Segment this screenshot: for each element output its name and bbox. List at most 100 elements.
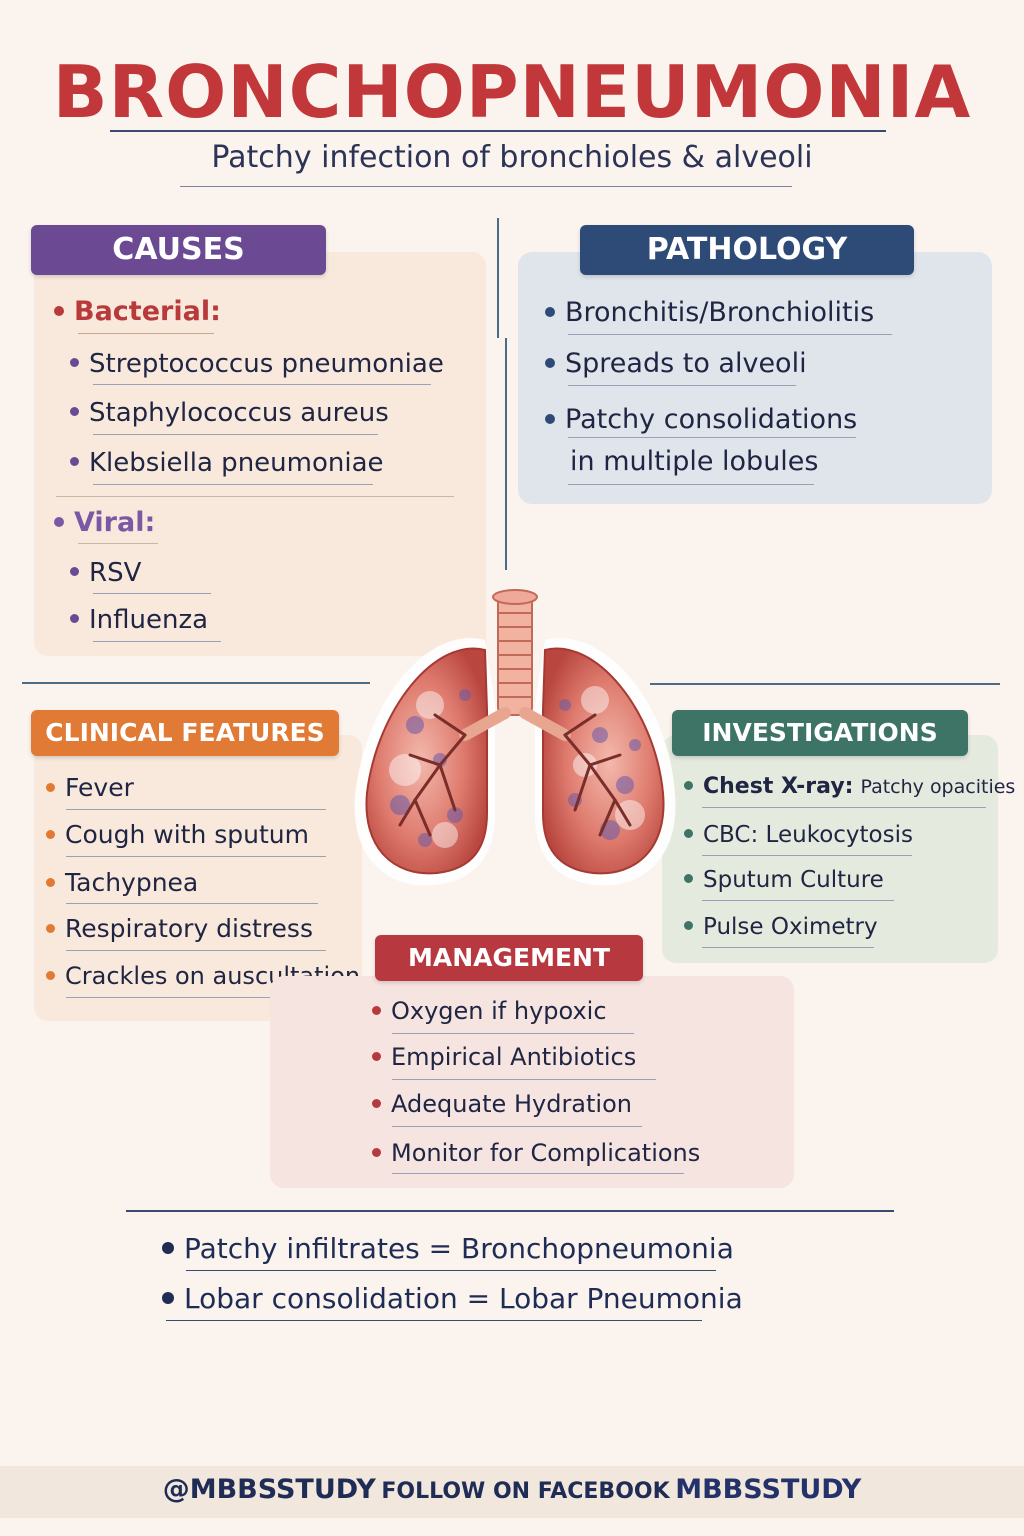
bullet-icon [372, 1051, 381, 1061]
list-item: Empirical Antibiotics [372, 1043, 636, 1071]
underline [66, 903, 318, 904]
bullet-icon [70, 407, 79, 416]
divider-right [650, 683, 1000, 685]
page-subtitle: Patchy infection of bronchioles & alveol… [211, 140, 813, 175]
list-item-text: Staphylococcus aureus [89, 398, 389, 428]
underline [78, 333, 214, 334]
summary-text: Lobar consolidation = Lobar Pneumonia [184, 1282, 743, 1315]
bullet-icon [70, 614, 79, 623]
footer-band [0, 1466, 1024, 1518]
list-item: Bronchitis/Bronchiolitis [545, 297, 874, 328]
list-item: Influenza [70, 605, 208, 635]
bullet-icon [46, 923, 55, 933]
underline [568, 437, 856, 438]
bullet-icon [372, 1005, 381, 1015]
bullet-icon [684, 874, 693, 883]
bullet-icon [70, 358, 79, 367]
footer-page-name[interactable]: MBBSSTUDY [675, 1474, 862, 1505]
underline [166, 1320, 702, 1321]
list-item: Respiratory distress [46, 914, 313, 943]
list-item: Streptococcus pneumoniae [70, 349, 444, 379]
list-item: Sputum Culture [684, 867, 884, 893]
underline [702, 855, 912, 856]
footer-follow-text: FOLLOW ON FACEBOOK [381, 1479, 670, 1504]
bullet-icon [46, 877, 55, 887]
underline [702, 807, 986, 808]
lungs-illustration [354, 589, 676, 886]
list-item-label: Chest X-ray: [703, 774, 854, 799]
bullet-icon [545, 413, 555, 424]
underline [78, 543, 158, 544]
list-item-text: CBC: Leukocytosis [703, 822, 913, 848]
bullet-icon [70, 457, 79, 466]
underline [93, 484, 373, 485]
bullet-icon [684, 829, 693, 838]
bullet-icon [46, 782, 55, 792]
underline [66, 997, 342, 998]
divider-top-upper [497, 218, 499, 338]
title-underline [110, 130, 886, 132]
underline [568, 385, 796, 386]
underline [392, 1033, 634, 1034]
page-title: BRONCHOPNEUMONIA [52, 50, 972, 134]
summary-text: Patchy infiltrates = Bronchopneumonia [184, 1232, 734, 1265]
bullet-icon [70, 567, 79, 576]
clinical-panel [34, 735, 362, 1021]
list-item-continuation: in multiple lobules [570, 446, 819, 477]
list-item-text: Fever [65, 773, 134, 802]
list-item: Oxygen if hypoxic [372, 997, 607, 1025]
separator [56, 496, 454, 497]
viral-label: Viral: [54, 507, 155, 538]
list-item: Chest X-ray: Patchy opacities [684, 774, 1015, 799]
list-item-text: Adequate Hydration [391, 1090, 632, 1118]
bullet-icon [545, 357, 555, 368]
bullet-icon [162, 1292, 174, 1304]
list-item-text: Tachypnea [65, 868, 199, 897]
list-item-text: Empirical Antibiotics [391, 1043, 637, 1071]
pathology-header: PATHOLOGY [580, 225, 914, 275]
list-item: RSV [70, 558, 141, 588]
clinical-header: CLINICAL FEATURES [31, 710, 339, 756]
underline [93, 434, 378, 435]
viral-label-text: Viral: [74, 507, 156, 538]
list-item-text: Monitor for Complications [391, 1139, 701, 1167]
bacterial-label-text: Bacterial: [74, 296, 221, 327]
bullet-icon [684, 780, 693, 790]
list-item-text: Oxygen if hypoxic [391, 997, 607, 1025]
underline [66, 856, 326, 857]
list-item: Spreads to alveoli [545, 348, 807, 379]
list-item-text: Klebsiella pneumoniae [89, 448, 384, 478]
list-item: Tachypnea [46, 868, 198, 897]
management-panel [270, 976, 794, 1188]
underline [702, 900, 894, 901]
divider-left [22, 682, 370, 684]
divider-top-lower [505, 338, 507, 570]
summary-item: Lobar consolidation = Lobar Pneumonia [162, 1282, 743, 1315]
bullet-icon [54, 516, 64, 527]
underline [702, 947, 874, 948]
summary-divider [126, 1210, 894, 1212]
footer: @MBBSSTUDY FOLLOW ON FACEBOOK MBBSSTUDY [0, 1474, 1024, 1505]
pathology-panel [518, 252, 992, 504]
list-item-text: Pulse Oximetry [703, 914, 878, 940]
list-item: Fever [46, 773, 134, 802]
bullet-icon [46, 829, 55, 839]
investigations-header: INVESTIGATIONS [672, 710, 968, 756]
bullet-icon [684, 921, 693, 930]
investigations-panel [662, 735, 998, 963]
list-item-text: Bronchitis/Bronchiolitis [565, 297, 875, 328]
underline [392, 1126, 642, 1127]
summary-item: Patchy infiltrates = Bronchopneumonia [162, 1232, 734, 1265]
list-item: Staphylococcus aureus [70, 398, 389, 428]
list-item: Patchy consolidations [545, 404, 857, 435]
list-item-text: Influenza [89, 605, 209, 635]
underline [186, 1270, 716, 1271]
underline [392, 1173, 684, 1174]
bullet-icon [372, 1147, 381, 1157]
footer-handle: @MBBSSTUDY [162, 1474, 376, 1505]
bullet-icon [46, 970, 55, 980]
list-item-text: Patchy consolidations [565, 404, 858, 435]
list-item-text: Cough with sputum [65, 820, 309, 849]
causes-panel [34, 252, 486, 656]
list-item: Adequate Hydration [372, 1090, 632, 1118]
